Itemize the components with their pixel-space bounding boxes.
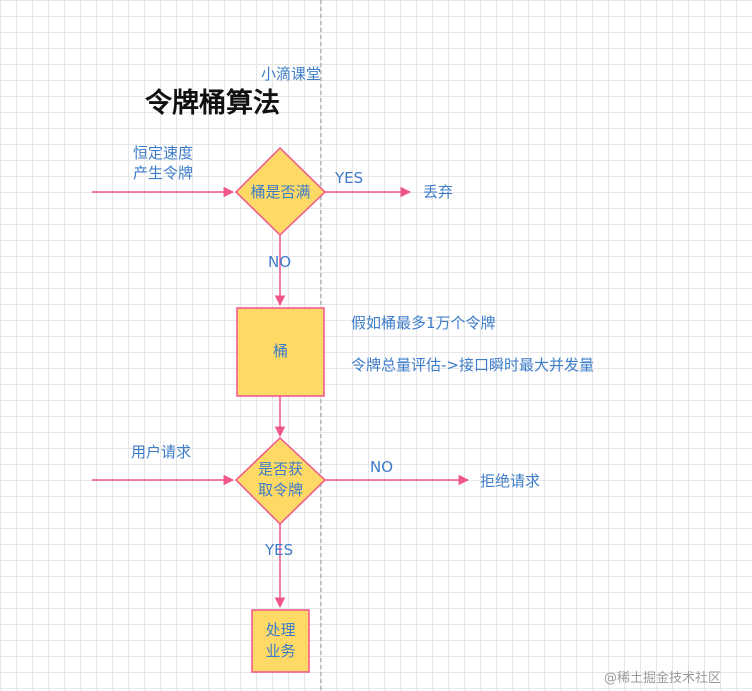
- brand-label: 小滴课堂: [261, 65, 322, 83]
- decision-get-token: [234, 436, 327, 526]
- yes-label-discard: YES: [335, 169, 364, 187]
- note-evaluation: 令牌总量评估->接口瞬时最大并发量: [351, 356, 594, 374]
- note-capacity: 假如桶最多1万个令牌: [351, 314, 496, 332]
- process-box: [251, 609, 310, 673]
- bucket-box: [236, 307, 325, 397]
- yes-label-process: YES: [265, 541, 294, 559]
- no-label-reject: NO: [370, 458, 394, 476]
- decision-get-token-label: 是否获 取令牌: [257, 460, 303, 499]
- decision-bucket-full: [234, 146, 327, 237]
- token-rate-label: 恒定速度 产生令牌: [133, 144, 194, 182]
- bucket-label: 桶: [272, 342, 288, 360]
- discard-label: 丢弃: [423, 183, 454, 201]
- process-label: 处理 业务: [265, 621, 296, 660]
- no-label-bucket: NO: [268, 253, 292, 271]
- reject-label: 拒绝请求: [480, 472, 541, 490]
- user-request-label: 用户请求: [131, 443, 192, 461]
- decision-bucket-full-label: 桶是否满: [250, 183, 311, 201]
- page-title: 令牌桶算法: [145, 88, 280, 119]
- watermark: @稀土掘金技术社区: [604, 671, 722, 686]
